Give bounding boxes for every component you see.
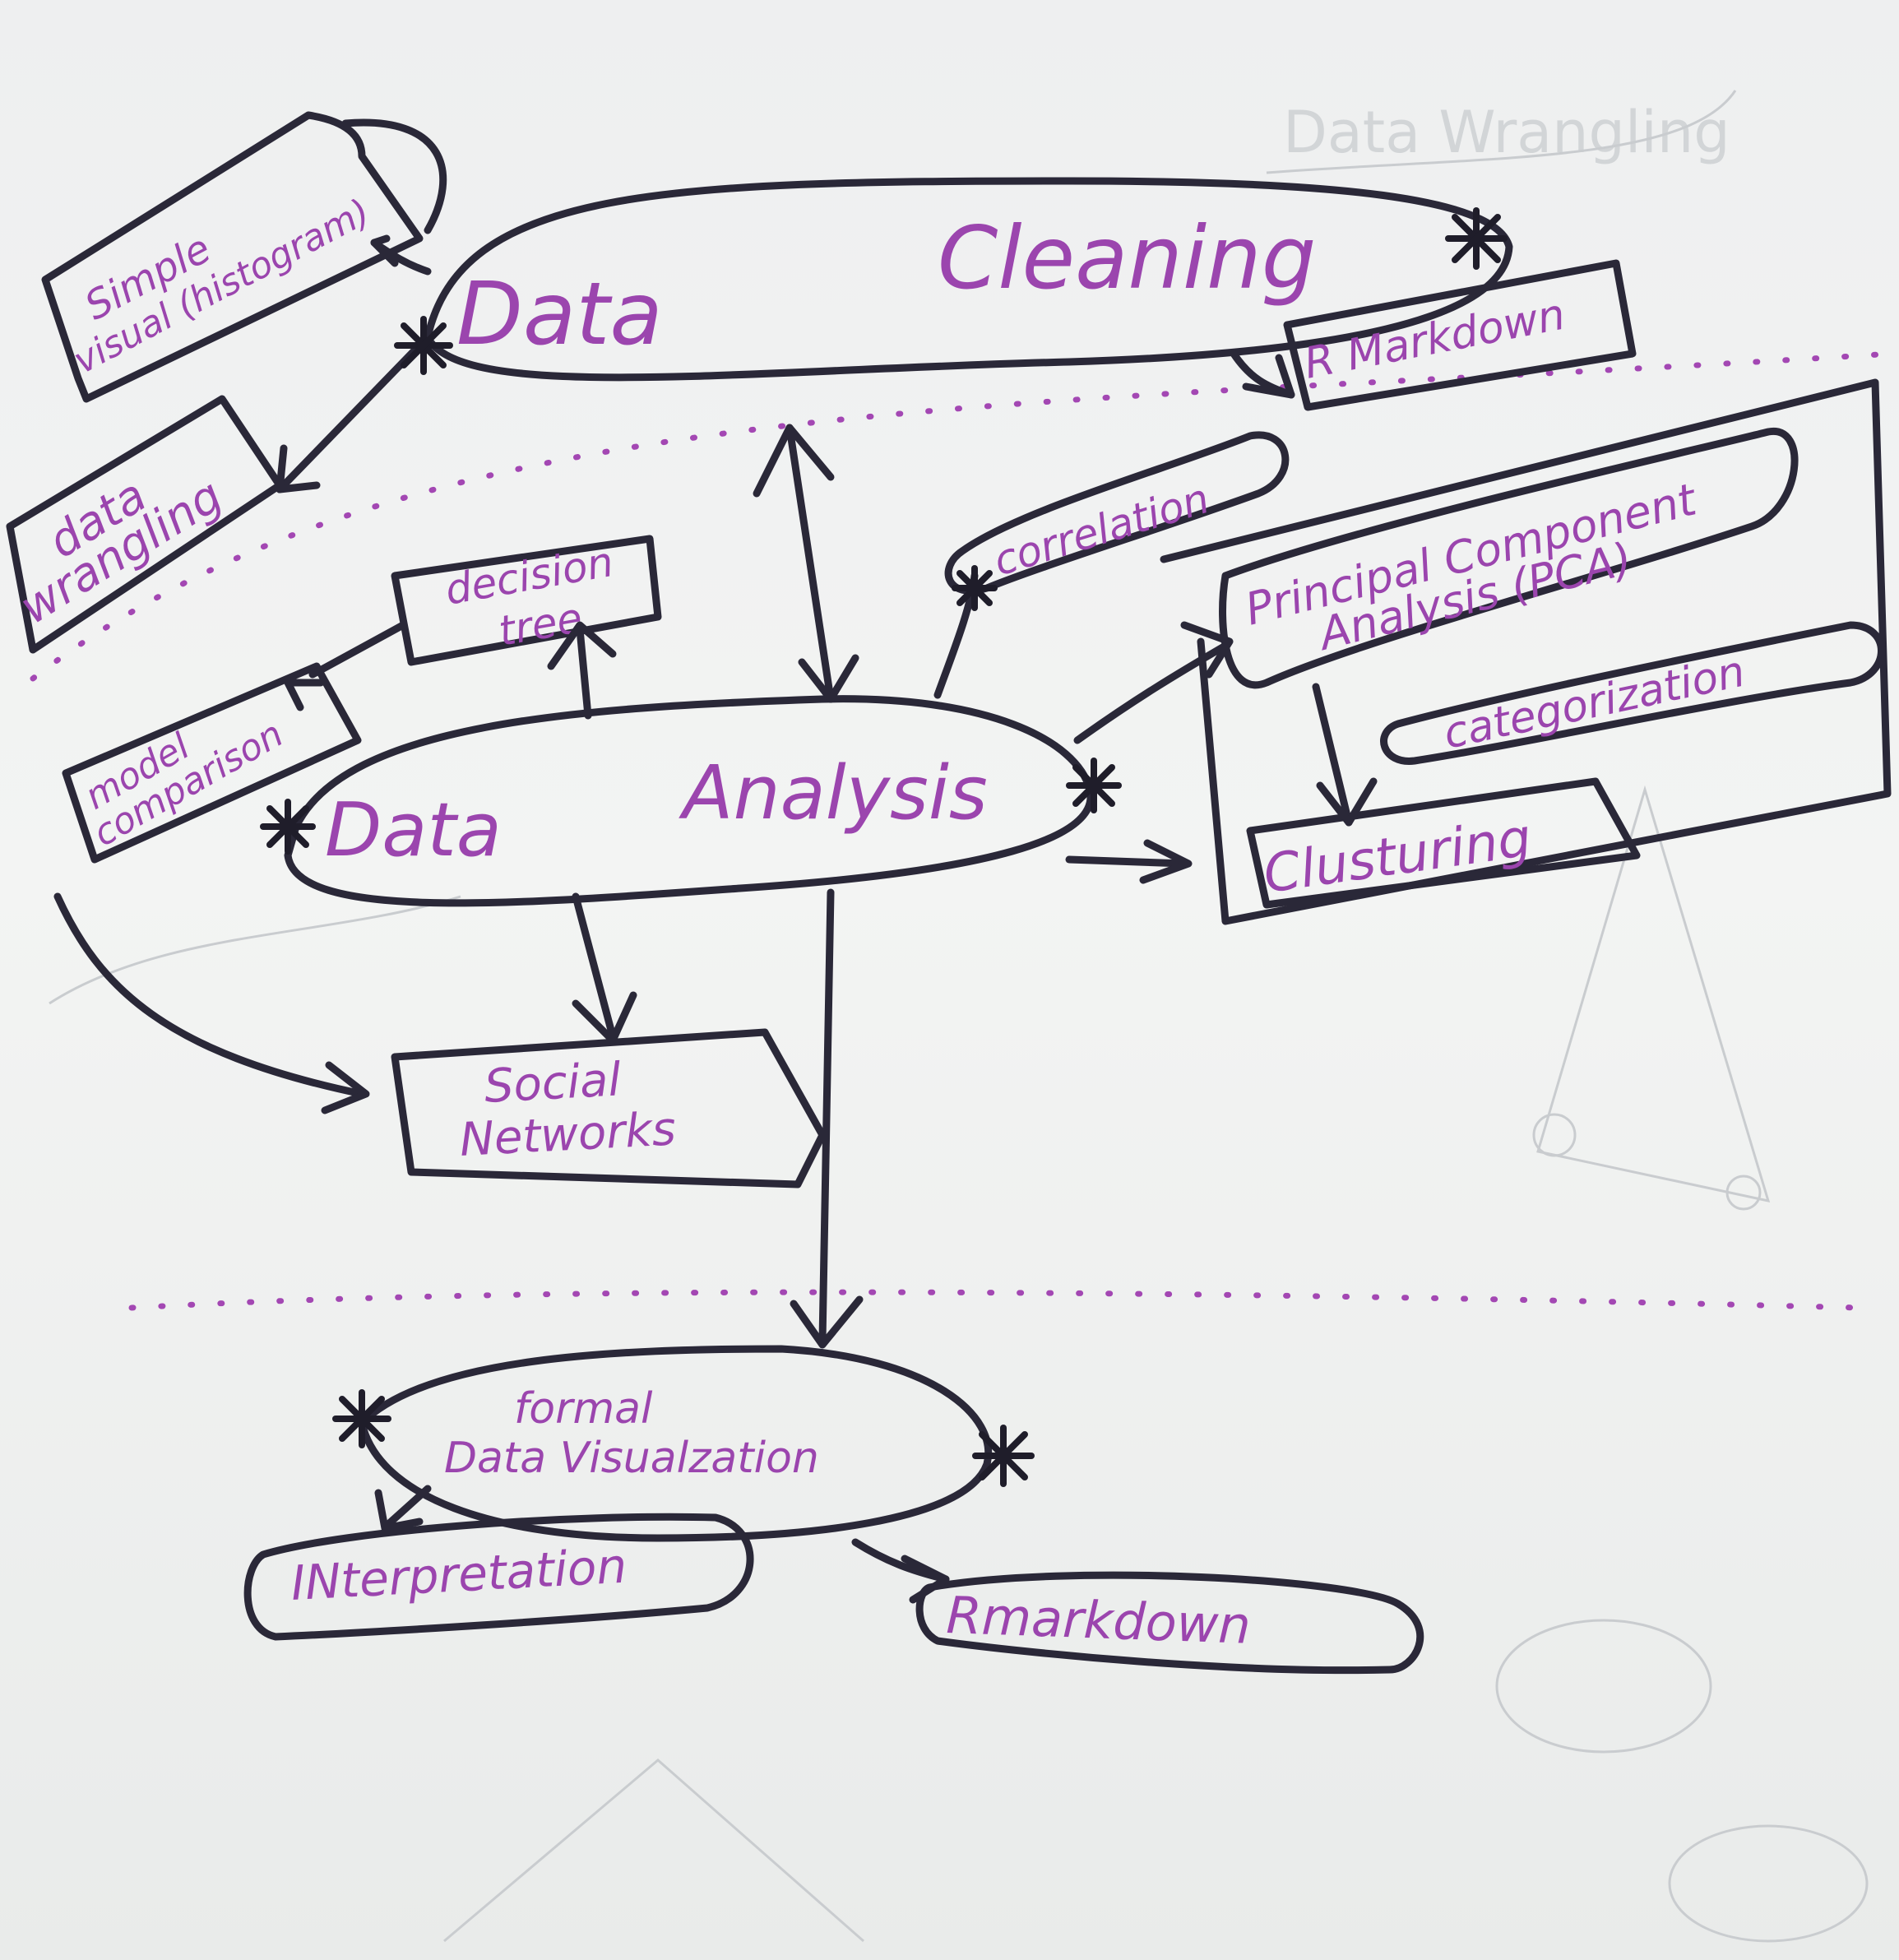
arrow-analysis-to-social xyxy=(572,892,617,1040)
arrow-tree-to-comparison xyxy=(308,621,407,679)
box-outline xyxy=(41,111,424,403)
node-data-wrangling: data wrangling xyxy=(6,395,284,654)
data-analysis-subtitle: Analysis xyxy=(679,750,988,836)
ghost-ellipse xyxy=(1668,1824,1869,1943)
arrowhead xyxy=(374,1489,424,1532)
arrow-analysis-to-cluster xyxy=(1065,855,1188,868)
star-icon xyxy=(972,1425,1035,1487)
ellipse-outline xyxy=(358,1345,993,1542)
node-data-analysis: Data Analysis xyxy=(284,695,1095,907)
arrowhead xyxy=(1316,777,1378,827)
arrowhead xyxy=(572,991,637,1045)
ghost-circle xyxy=(1725,1175,1762,1211)
star-icon xyxy=(1445,207,1508,270)
node-clustering: Clusturing xyxy=(1246,777,1641,909)
data-cleaning-title: Data xyxy=(456,264,663,364)
pill-outline xyxy=(915,1571,1424,1675)
box-outline xyxy=(62,662,362,864)
star-icon xyxy=(1066,758,1122,813)
ghost-text: Data Wrangling xyxy=(1283,99,1730,166)
categorization-label: categorization xyxy=(1439,647,1749,759)
node-rmarkdown-bottom: Rmarkdown xyxy=(915,1571,1424,1675)
node-pca: Principal Component Analysis (PCA) xyxy=(1219,427,1799,689)
ghost-background: Data Wrangling xyxy=(49,90,1869,1943)
connectors xyxy=(53,234,1378,1604)
node-data-cleaning: Data Cleaning xyxy=(424,177,1513,382)
node-decision-tree: decision tree xyxy=(391,535,662,666)
rmarkdown-bottom-label: Rmarkdown xyxy=(945,1585,1251,1656)
box-outline xyxy=(391,535,662,666)
data-cleaning-subtitle: Cleaning xyxy=(938,208,1316,308)
arrow-cleaning-analysis xyxy=(785,424,835,703)
node-model-comparison: model comparison xyxy=(62,662,362,864)
arrow-analysis-to-formal xyxy=(818,888,835,1345)
data-analysis-title: Data xyxy=(325,787,502,873)
node-social-networks: Social Networks xyxy=(391,1028,827,1189)
arrowhead xyxy=(370,234,399,267)
pill-outline xyxy=(1380,621,1885,765)
star-icon xyxy=(952,565,998,611)
pill-outline xyxy=(1219,427,1799,689)
arrowhead xyxy=(276,444,321,493)
star-icon xyxy=(260,799,316,855)
box-outline xyxy=(1283,259,1637,411)
pca-group-container xyxy=(1160,378,1892,925)
ghost-line xyxy=(49,895,461,1005)
node-correlation: correlation xyxy=(944,431,1290,595)
arrowhead xyxy=(1139,839,1193,884)
arrowhead xyxy=(901,1555,950,1604)
ghost-circle xyxy=(1532,1113,1577,1157)
arrowhead xyxy=(790,1295,864,1349)
arrow-formal-to-interp xyxy=(382,1485,432,1530)
node-categorization: categorization xyxy=(1380,621,1885,765)
arrow-analysis-to-pca xyxy=(1073,642,1230,744)
arrowhead xyxy=(1180,621,1234,679)
social-networks-line1: Social xyxy=(483,1053,623,1114)
arrowhead xyxy=(321,1061,370,1114)
arrowhead xyxy=(798,654,859,703)
arrow-pca-to-cluster xyxy=(1312,683,1353,827)
separator-dotted-bottom xyxy=(128,1289,1862,1311)
box-outline xyxy=(1246,777,1641,909)
formal-viz-line2: Data Visualzation xyxy=(444,1434,819,1483)
node-r-markdown-top: R Markdown xyxy=(1283,259,1637,411)
ellipse-outline xyxy=(424,177,1513,382)
ghost-line xyxy=(1536,785,1771,1202)
arrow-left-curve-to-social xyxy=(53,892,366,1098)
ghost-line xyxy=(1266,90,1737,174)
arrowhead xyxy=(284,679,325,711)
ghost-ellipse xyxy=(1495,1619,1712,1754)
node-formal-visualization: formal Data Visualzation xyxy=(358,1345,993,1542)
box-curl xyxy=(341,118,447,234)
arrow-analysis-to-tree xyxy=(576,625,592,720)
arrow-cleaning-to-wrangling xyxy=(276,345,419,493)
interpretation-label: INterpretation xyxy=(289,1538,628,1611)
pill-outline xyxy=(243,1513,754,1641)
social-networks-line2: Networks xyxy=(458,1102,677,1167)
star-icon xyxy=(394,316,453,375)
star-icon xyxy=(332,1389,391,1448)
ghost-line xyxy=(443,1758,864,1943)
box-outline xyxy=(391,1028,827,1189)
formal-viz-line1: formal xyxy=(514,1384,653,1434)
arrowhead xyxy=(1242,354,1295,399)
arrowhead xyxy=(547,621,617,670)
arrowhead xyxy=(753,424,835,498)
